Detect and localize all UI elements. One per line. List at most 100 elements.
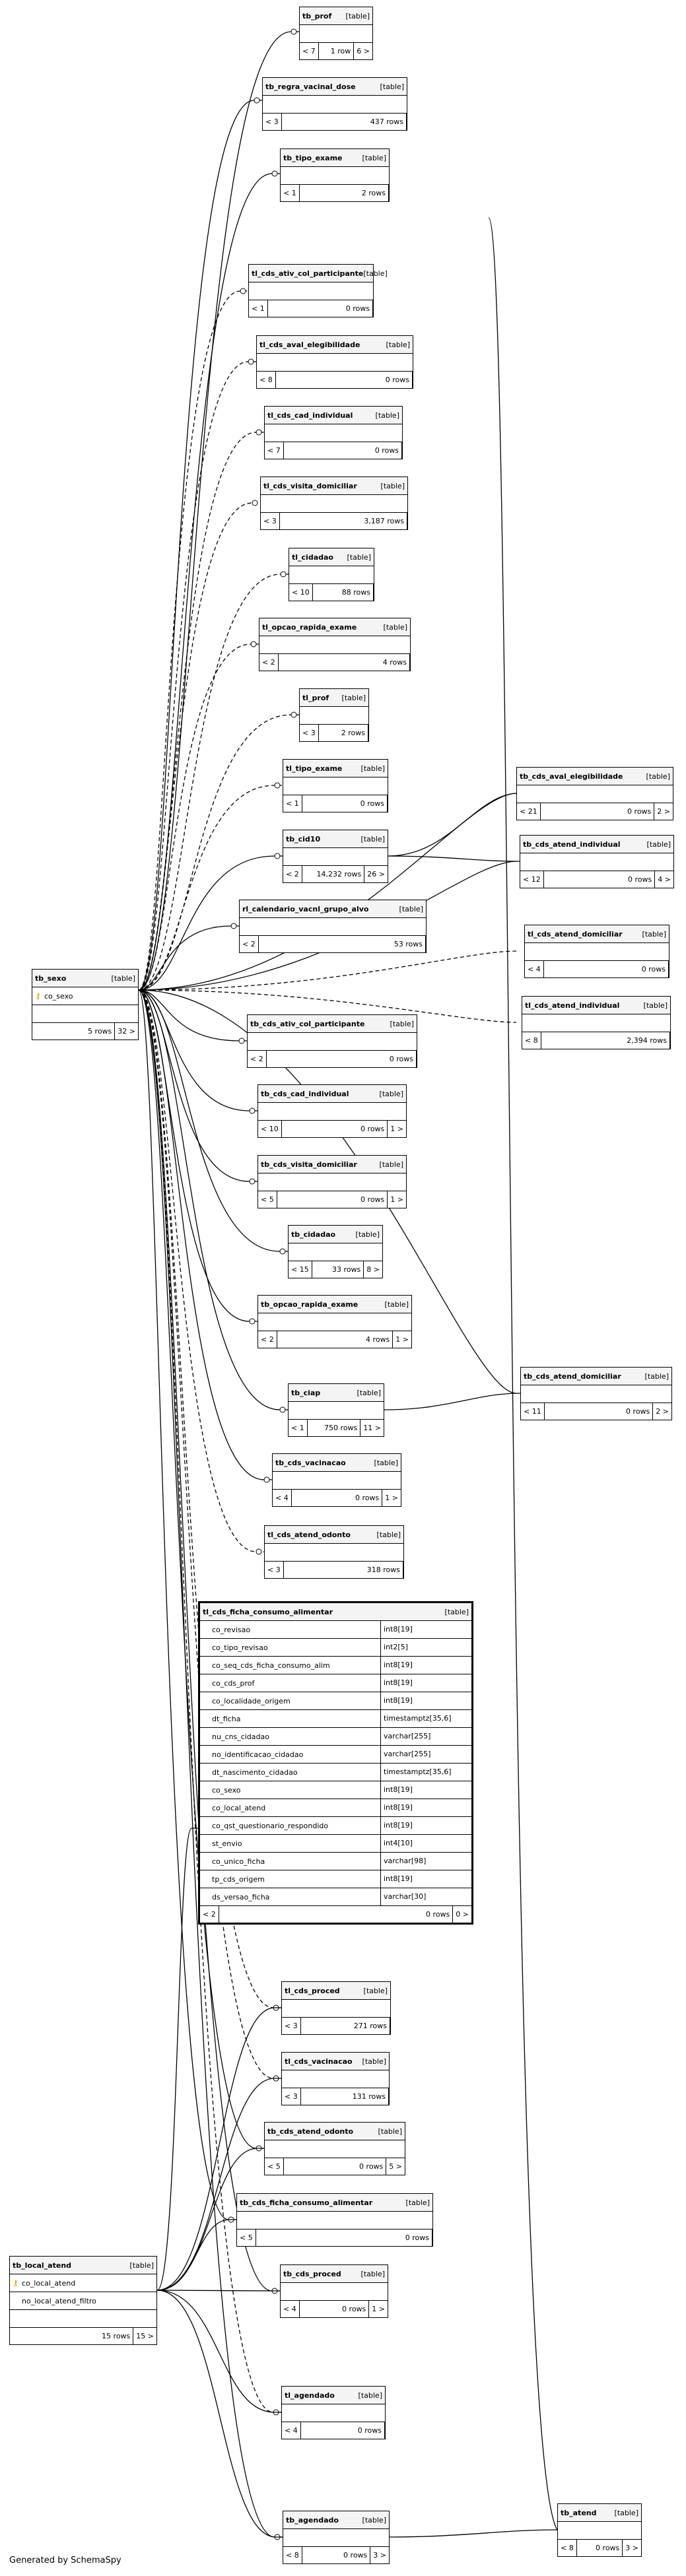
table-name: tl_cds_atend_domiciliar [528,929,623,939]
table-type: [table] [357,1388,381,1397]
table-header: tb_tipo_exame[table] [281,149,389,167]
children-count: 3 > [625,2544,638,2552]
row-count: 0 rows [545,1403,654,1420]
column-row: ⚷ co_local_atend [10,2274,156,2292]
spacer-row [283,2529,389,2547]
table-type: [table] [355,1230,380,1239]
table-footer: 5 rows 32 > [32,1023,138,1040]
spacer-row [520,853,673,871]
row-count: 318 rows [284,1562,403,1578]
table-name: tb_cds_ativ_col_participante [250,1019,365,1028]
relationship-line [138,793,517,991]
row-count: 5 rows [32,1023,116,1040]
table-tl-cds-ficha-consumo-alimentar[interactable]: tl_cds_ficha_consumo_alimentar [table] c… [198,1601,473,1925]
spacer-row [240,918,426,936]
parents-count: < 2 [258,1331,277,1348]
table-type: [table] [360,834,385,843]
table-header: tl_cidadao[table] [289,548,374,566]
table-tb-cds-ficha-consumo-alimentar[interactable]: tb_cds_ficha_consumo_alimentar[table]< 5… [236,2193,433,2247]
table-type: [table] [363,1986,388,1995]
column-name: co_seq_cds_ficha_consumo_alim [212,1661,330,1670]
parents-count: < 3 [265,1562,284,1578]
spacer-row [273,1472,401,1490]
table-tb-local-atend[interactable]: tb_local_atend [table] ⚷ co_local_atend … [9,2256,157,2345]
relationship-line [138,989,264,2149]
table-type: [table] [111,974,135,983]
table-tb-sexo[interactable]: tb_sexo [table] ⚷ co_sexo 5 rows 32 > [32,969,139,1040]
table-header: tb_agendado[table] [283,2511,389,2529]
relationship-end-marker [274,853,281,859]
children-count: 6 > [357,47,370,55]
spacer-row [283,848,388,866]
parents-count: < 4 [273,1490,292,1506]
table-type: [table] [345,11,370,20]
table-name: tb_prof [302,11,332,20]
spacer-row [265,1544,403,1562]
table-type: [table] [363,269,388,278]
column-name: st_envio [212,1839,242,1848]
table-type: [table] [646,840,671,849]
spacer-row [259,636,410,654]
table-header: tb_cds_atend_individual[table] [520,836,673,853]
table-rl-calendario-vacnl-grupo-alvo[interactable]: rl_calendario_vacnl_grupo_alvo[table]< 2… [239,900,427,953]
column-type: varchar[30] [380,1888,471,1905]
row-count: 750 rows [308,1420,361,1436]
parents-count: < 2 [240,936,259,952]
column-type: int4[10] [380,1835,471,1852]
table-header: tb_cid10[table] [283,830,388,848]
spacer-row [281,2283,388,2301]
table-name: rl_calendario_vacnl_grupo_alvo [242,904,369,913]
row-count: 2 rows [300,185,389,201]
row-count: 0 rows [268,300,373,317]
children-count: 26 > [367,870,385,878]
table-type: [table] [374,1458,398,1467]
relationship-line [138,855,283,991]
relationship-line [156,2219,236,2291]
key-icon: ⚷ [35,991,41,1001]
row-count: 53 rows [259,936,426,952]
